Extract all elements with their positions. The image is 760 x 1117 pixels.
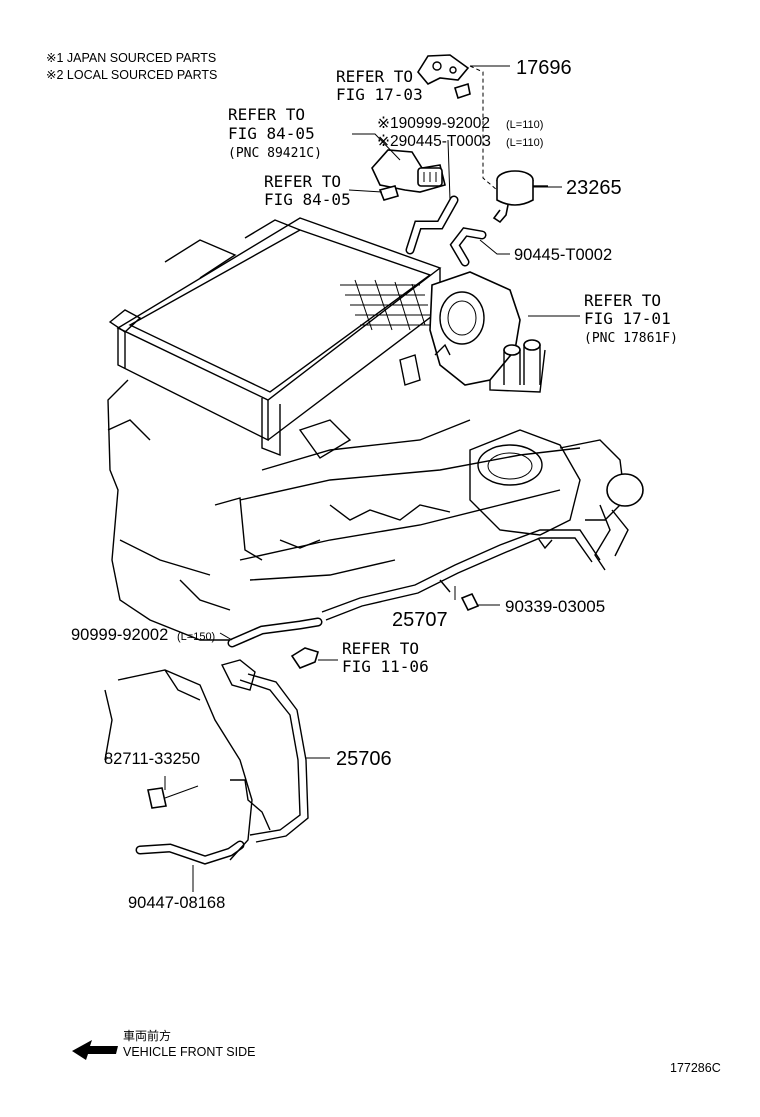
front-direction-arrow-icon xyxy=(72,1040,118,1060)
intercooler-core xyxy=(108,217,442,459)
jp-front-direction-text: 車両前方 xyxy=(123,1028,171,1043)
engine-block xyxy=(107,379,581,641)
figure-id: 177286C xyxy=(670,1061,721,1075)
refer-17-01-line1: REFER TO xyxy=(584,291,661,310)
refer-fig-84-05-bolt[interactable]: REFER TO FIG 84-05 xyxy=(264,172,351,209)
refer-fig-17-01[interactable]: REFER TO FIG 17-01 (PNC 17861F) xyxy=(584,291,678,346)
refer-84-05-line1: REFER TO xyxy=(228,105,305,124)
part-number-90999-92002-l150[interactable]: 90999-92002 (L=150) xyxy=(71,626,215,644)
note-japan-sourced: ※1 JAPAN SOURCED PARTS xyxy=(46,51,216,65)
sensor-89421c xyxy=(371,149,446,193)
part-number-82711-33250[interactable]: 82711-33250 xyxy=(104,750,200,768)
refer-84-05-line2: FIG 84-05 xyxy=(228,124,315,143)
note-local-sourced: ※2 LOCAL SOURCED PARTS xyxy=(46,68,217,82)
part-number-25707[interactable]: 25707 xyxy=(392,609,448,631)
part-number-90445-t0002[interactable]: 90445-T0002 xyxy=(514,246,612,264)
intake-manifold xyxy=(469,429,644,571)
part-90999-92002-l150-length: (L=150) xyxy=(177,631,215,643)
refer-17-01-line2: FIG 17-01 xyxy=(584,309,671,328)
part-90445-t0003-length: (L=110) xyxy=(506,137,543,149)
refer-17-01-pnc: (PNC 17861F) xyxy=(584,331,678,346)
refer-fig-11-06[interactable]: REFER TO FIG 11-06 xyxy=(342,639,429,676)
part-90445-t0003-number: ※290445-T0003 xyxy=(377,133,491,150)
clamp-82711 xyxy=(147,787,167,809)
part-90999-92002-l110-length: (L=110) xyxy=(506,119,543,131)
refer-84-05b-line2: FIG 84-05 xyxy=(264,190,351,209)
refer-17-03-line1: REFER TO xyxy=(336,67,413,86)
refer-84-05b-line1: REFER TO xyxy=(264,172,341,191)
part-number-23265[interactable]: 23265 xyxy=(566,177,622,199)
part-number-90447-08168[interactable]: 90447-08168 xyxy=(128,894,225,912)
refer-84-05-pnc: (PNC 89421C) xyxy=(228,146,322,161)
part-number-90999-92002-l110[interactable]: ※190999-92002 (L=110) xyxy=(377,115,543,132)
refer-11-06-line1: REFER TO xyxy=(342,639,419,658)
vacuum-pipe-25706 xyxy=(220,659,309,843)
vehicle-front-side-text: VEHICLE FRONT SIDE xyxy=(123,1045,255,1059)
vacuum-pipe-25707 xyxy=(321,529,601,621)
throttle-elbow xyxy=(399,271,546,393)
part-90999-92002-l150-number: 90999-92002 xyxy=(71,626,168,644)
bolt-84-05 xyxy=(378,185,399,201)
part-number-90445-t0003[interactable]: ※290445-T0003 (L=110) xyxy=(377,133,543,150)
part-number-17696[interactable]: 17696 xyxy=(516,57,572,79)
refer-17-03-line2: FIG 17-03 xyxy=(336,85,423,104)
refer-11-06-line2: FIG 11-06 xyxy=(342,657,429,676)
vsv-23265 xyxy=(492,170,548,224)
housing-lower xyxy=(104,669,253,861)
clip-90339 xyxy=(460,592,480,612)
refer-fig-84-05-sensor[interactable]: REFER TO FIG 84-05 (PNC 89421C) xyxy=(228,105,322,161)
part-number-25706[interactable]: 25706 xyxy=(336,748,392,770)
bolt-17-03 xyxy=(454,82,471,100)
part-number-90339-03005[interactable]: 90339-03005 xyxy=(505,597,605,616)
bolt-11-06 xyxy=(290,647,319,669)
vacuum-hoses xyxy=(135,195,487,865)
leader-lines xyxy=(164,65,580,892)
refer-fig-17-03[interactable]: REFER TO FIG 17-03 xyxy=(336,67,423,104)
part-90999-92002-l110-number: ※190999-92002 xyxy=(377,115,490,132)
bracket-17696 xyxy=(417,54,470,85)
